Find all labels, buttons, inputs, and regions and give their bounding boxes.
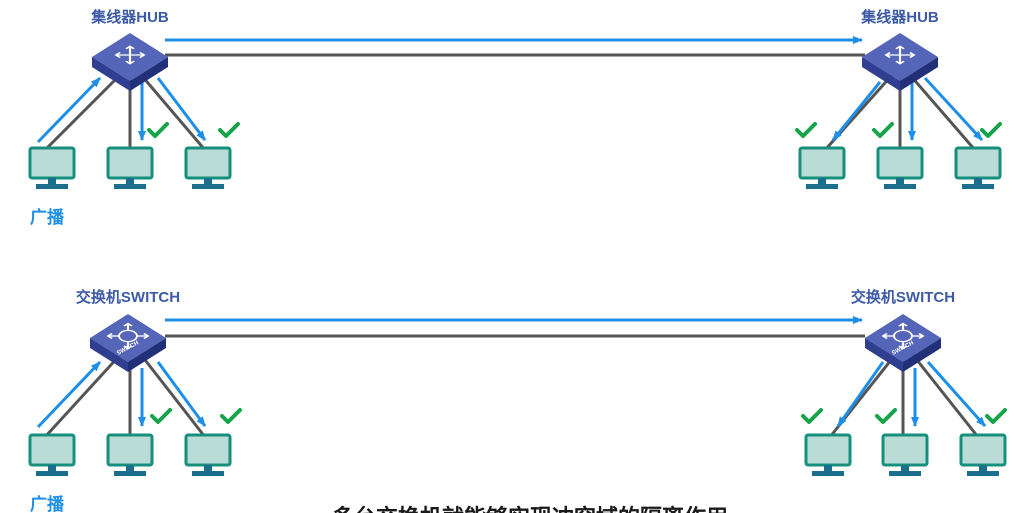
check-icon: [985, 408, 1007, 424]
check-icon: [801, 408, 823, 424]
switch-right-computer-3-icon: [959, 433, 1007, 478]
check-icon: [218, 122, 240, 138]
hub-right-computer-3-icon: [954, 146, 1002, 191]
hub-row: 集线器HUB 集线器HUB: [28, 8, 1002, 227]
hub-right-computer-1-icon: [798, 146, 846, 191]
check-icon: [872, 122, 894, 138]
switch-left-computer-1-icon: [28, 433, 76, 478]
switch-right-downflow-arrow-3: [926, 361, 987, 427]
switch-row: 交换机SWITCH 交换机SWITCH SWITCH SWITCH: [28, 288, 1007, 513]
hub-left-cable-3: [140, 75, 207, 151]
switch-left-computer-3-icon: [184, 433, 232, 478]
switch-right-label: 交换机SWITCH: [851, 288, 955, 306]
hub-left-cable-1: [43, 73, 122, 152]
hub-left-device-icon: [90, 31, 170, 93]
check-icon: [795, 122, 817, 138]
hub-right-downflow-arrow-3: [923, 76, 984, 142]
switch-right-downflow-arrow-1: [836, 361, 885, 427]
hub-left-label: 集线器HUB: [90, 8, 169, 26]
switch-left-computer-2-icon: [106, 433, 154, 478]
hub-left-computer-2-icon: [106, 146, 154, 191]
switch-left-upflow-arrow: [36, 360, 102, 429]
switch-right-device-icon: SWITCH: [863, 312, 943, 374]
check-icon: [875, 408, 897, 424]
hub-right-device-icon: [860, 31, 940, 93]
switch-right-computer-2-icon: [881, 433, 929, 478]
switch-left-label: 交换机SWITCH: [76, 288, 180, 306]
caption-text: 多台交换机就能够实现冲突域的隔离作用: [332, 505, 728, 513]
switch-left-cable-1: [43, 353, 122, 439]
switch-broadcast-label: 广播: [30, 494, 65, 513]
check-icon: [147, 122, 169, 138]
hub-left-upflow-arrow: [36, 76, 102, 144]
switch-left-downflow-arrow-2: [156, 361, 207, 427]
hub-left-computer-1-icon: [28, 146, 76, 191]
switch-left-device-icon: SWITCH: [88, 312, 168, 374]
switch-left-cable-3: [140, 355, 207, 438]
switch-right-cable-3: [911, 354, 980, 438]
hub-right-cable-3: [908, 74, 977, 151]
hub-broadcast-label: 广播: [30, 207, 65, 227]
hub-right-computer-2-icon: [876, 146, 924, 191]
hub-left-downflow-arrow-2: [156, 77, 207, 141]
hub-right-downflow-arrow-1: [831, 81, 882, 141]
hub-right-label: 集线器HUB: [860, 8, 939, 26]
check-icon: [980, 122, 1002, 138]
switch-right-computer-1-icon: [804, 433, 852, 478]
check-icon: [150, 408, 172, 424]
check-icon: [220, 408, 242, 424]
hub-left-computer-3-icon: [184, 146, 232, 191]
